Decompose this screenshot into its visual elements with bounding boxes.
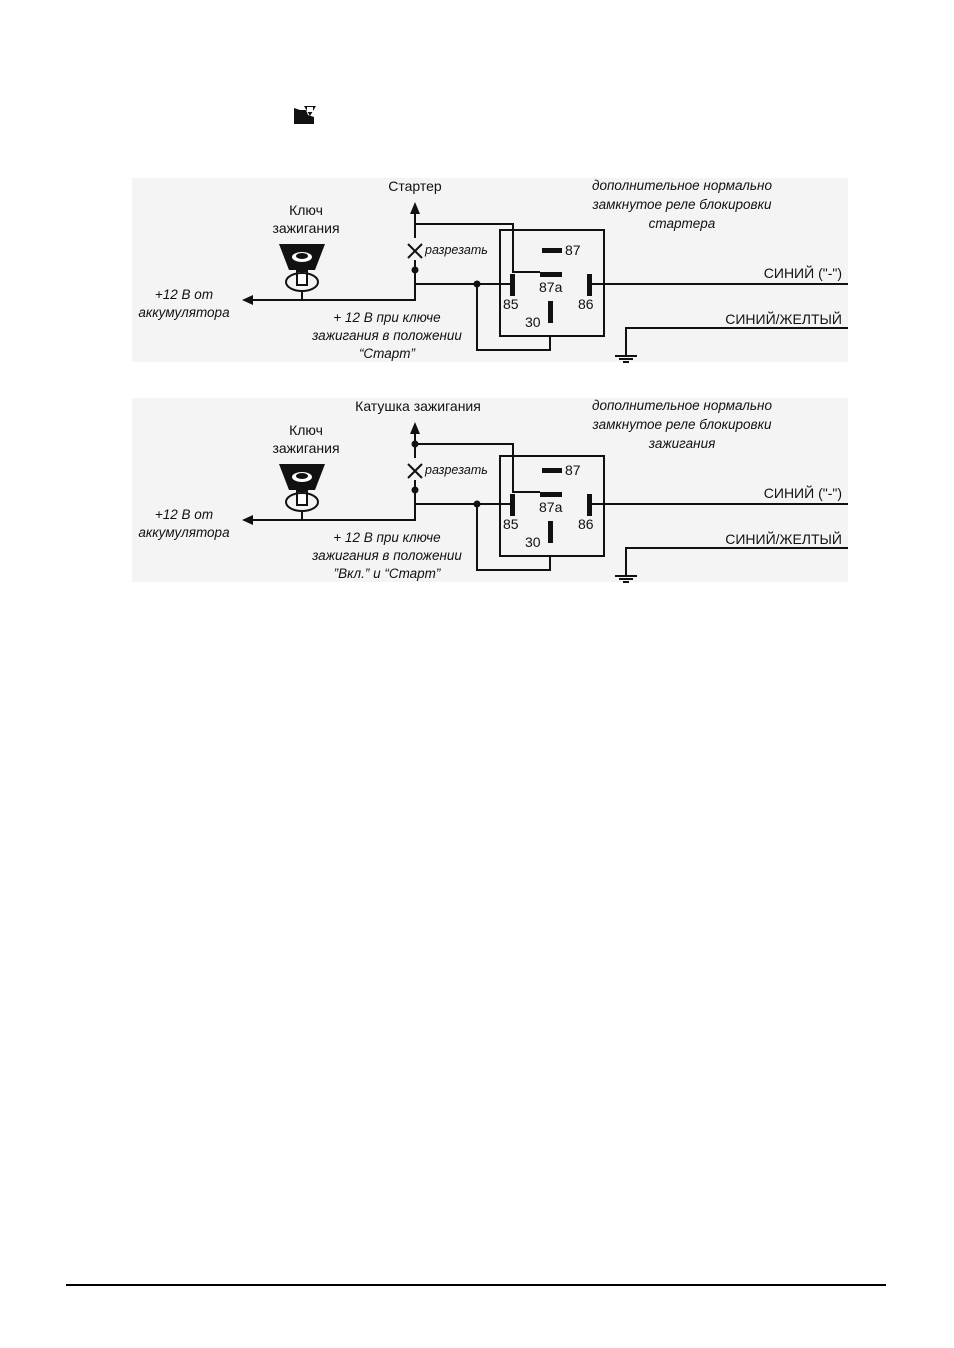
cut-label: разрезать bbox=[425, 243, 488, 257]
pin-85-label: 85 bbox=[503, 516, 519, 532]
ignition-key-label-1: Ключ bbox=[289, 202, 323, 218]
ignition-key-icon bbox=[279, 244, 325, 292]
ground-icon bbox=[615, 570, 637, 583]
ground-icon bbox=[615, 350, 637, 363]
relay-note-1: дополнительное нормально bbox=[592, 398, 772, 413]
wiring-schematic bbox=[242, 422, 848, 583]
ignition-key-label-2: зажигания bbox=[272, 220, 340, 236]
relay-note-2: замкнутое реле блокировки bbox=[592, 417, 772, 432]
pin-85-label: 85 bbox=[503, 296, 519, 312]
car-lock-icon bbox=[294, 106, 316, 124]
target-label: Катушка зажигания bbox=[355, 398, 481, 414]
wire-blue-label: СИНИЙ ("-") bbox=[763, 265, 842, 281]
ignition-key-icon bbox=[279, 464, 325, 512]
battery-label-1: +12 В от bbox=[154, 507, 214, 522]
relay-box bbox=[499, 455, 605, 557]
key-feed-label-1: + 12 В при ключе bbox=[333, 310, 441, 325]
ignition-key-label-1: Ключ bbox=[289, 422, 323, 438]
target-label: Стартер bbox=[388, 178, 442, 194]
wire-blue-label: СИНИЙ ("-") bbox=[763, 485, 842, 501]
wire-blue-yellow-label: СИНИЙ/ЖЕЛТЫЙ bbox=[725, 311, 842, 327]
ignition-block-diagram: Катушка зажигания Ключ зажигания +12 В о… bbox=[132, 398, 848, 583]
pin-87a-label: 87a bbox=[539, 279, 563, 295]
pin-30-label: 30 bbox=[525, 534, 541, 550]
battery-label-2: аккумулятора bbox=[138, 305, 230, 320]
footer-divider bbox=[66, 1284, 886, 1286]
battery-label-2: аккумулятора bbox=[138, 525, 230, 540]
arrow-left-icon bbox=[242, 295, 253, 305]
pin-86-label: 86 bbox=[578, 516, 594, 532]
wiring-schematic bbox=[242, 202, 848, 363]
key-feed-label-2: зажигания в положении bbox=[312, 328, 462, 343]
battery-label-1: +12 В от bbox=[154, 287, 214, 302]
ignition-key-label-2: зажигания bbox=[272, 440, 340, 456]
pin-87-label: 87 bbox=[565, 462, 581, 478]
relay-note-2: замкнутое реле блокировки bbox=[592, 197, 772, 212]
key-feed-label-2: зажигания в положении bbox=[312, 548, 462, 563]
pin-30-label: 30 bbox=[525, 314, 541, 330]
pin-86-label: 86 bbox=[578, 296, 594, 312]
pin-87-label: 87 bbox=[565, 242, 581, 258]
relay-note-3: зажигания bbox=[648, 436, 716, 451]
starter-block-diagram: Стартер Ключ зажигания +12 В от аккумуля… bbox=[132, 178, 848, 363]
cut-mark-icon bbox=[407, 243, 423, 259]
relay-note-3: стартера bbox=[648, 216, 716, 231]
arrow-left-icon bbox=[242, 515, 253, 525]
arrow-up-icon bbox=[410, 202, 420, 214]
key-feed-label-3: ”Вкл.” и “Старт” bbox=[333, 566, 441, 581]
key-feed-label-3: “Старт” bbox=[358, 346, 416, 361]
cut-mark-icon bbox=[407, 463, 423, 479]
pin-87a-label: 87a bbox=[539, 499, 563, 515]
cut-label: разрезать bbox=[425, 463, 488, 477]
arrow-up-icon bbox=[410, 422, 420, 434]
relay-box bbox=[499, 229, 605, 337]
relay-note-1: дополнительное нормально bbox=[592, 178, 772, 193]
wire-blue-yellow-label: СИНИЙ/ЖЕЛТЫЙ bbox=[725, 531, 842, 547]
key-feed-label-1: + 12 В при ключе bbox=[333, 530, 441, 545]
